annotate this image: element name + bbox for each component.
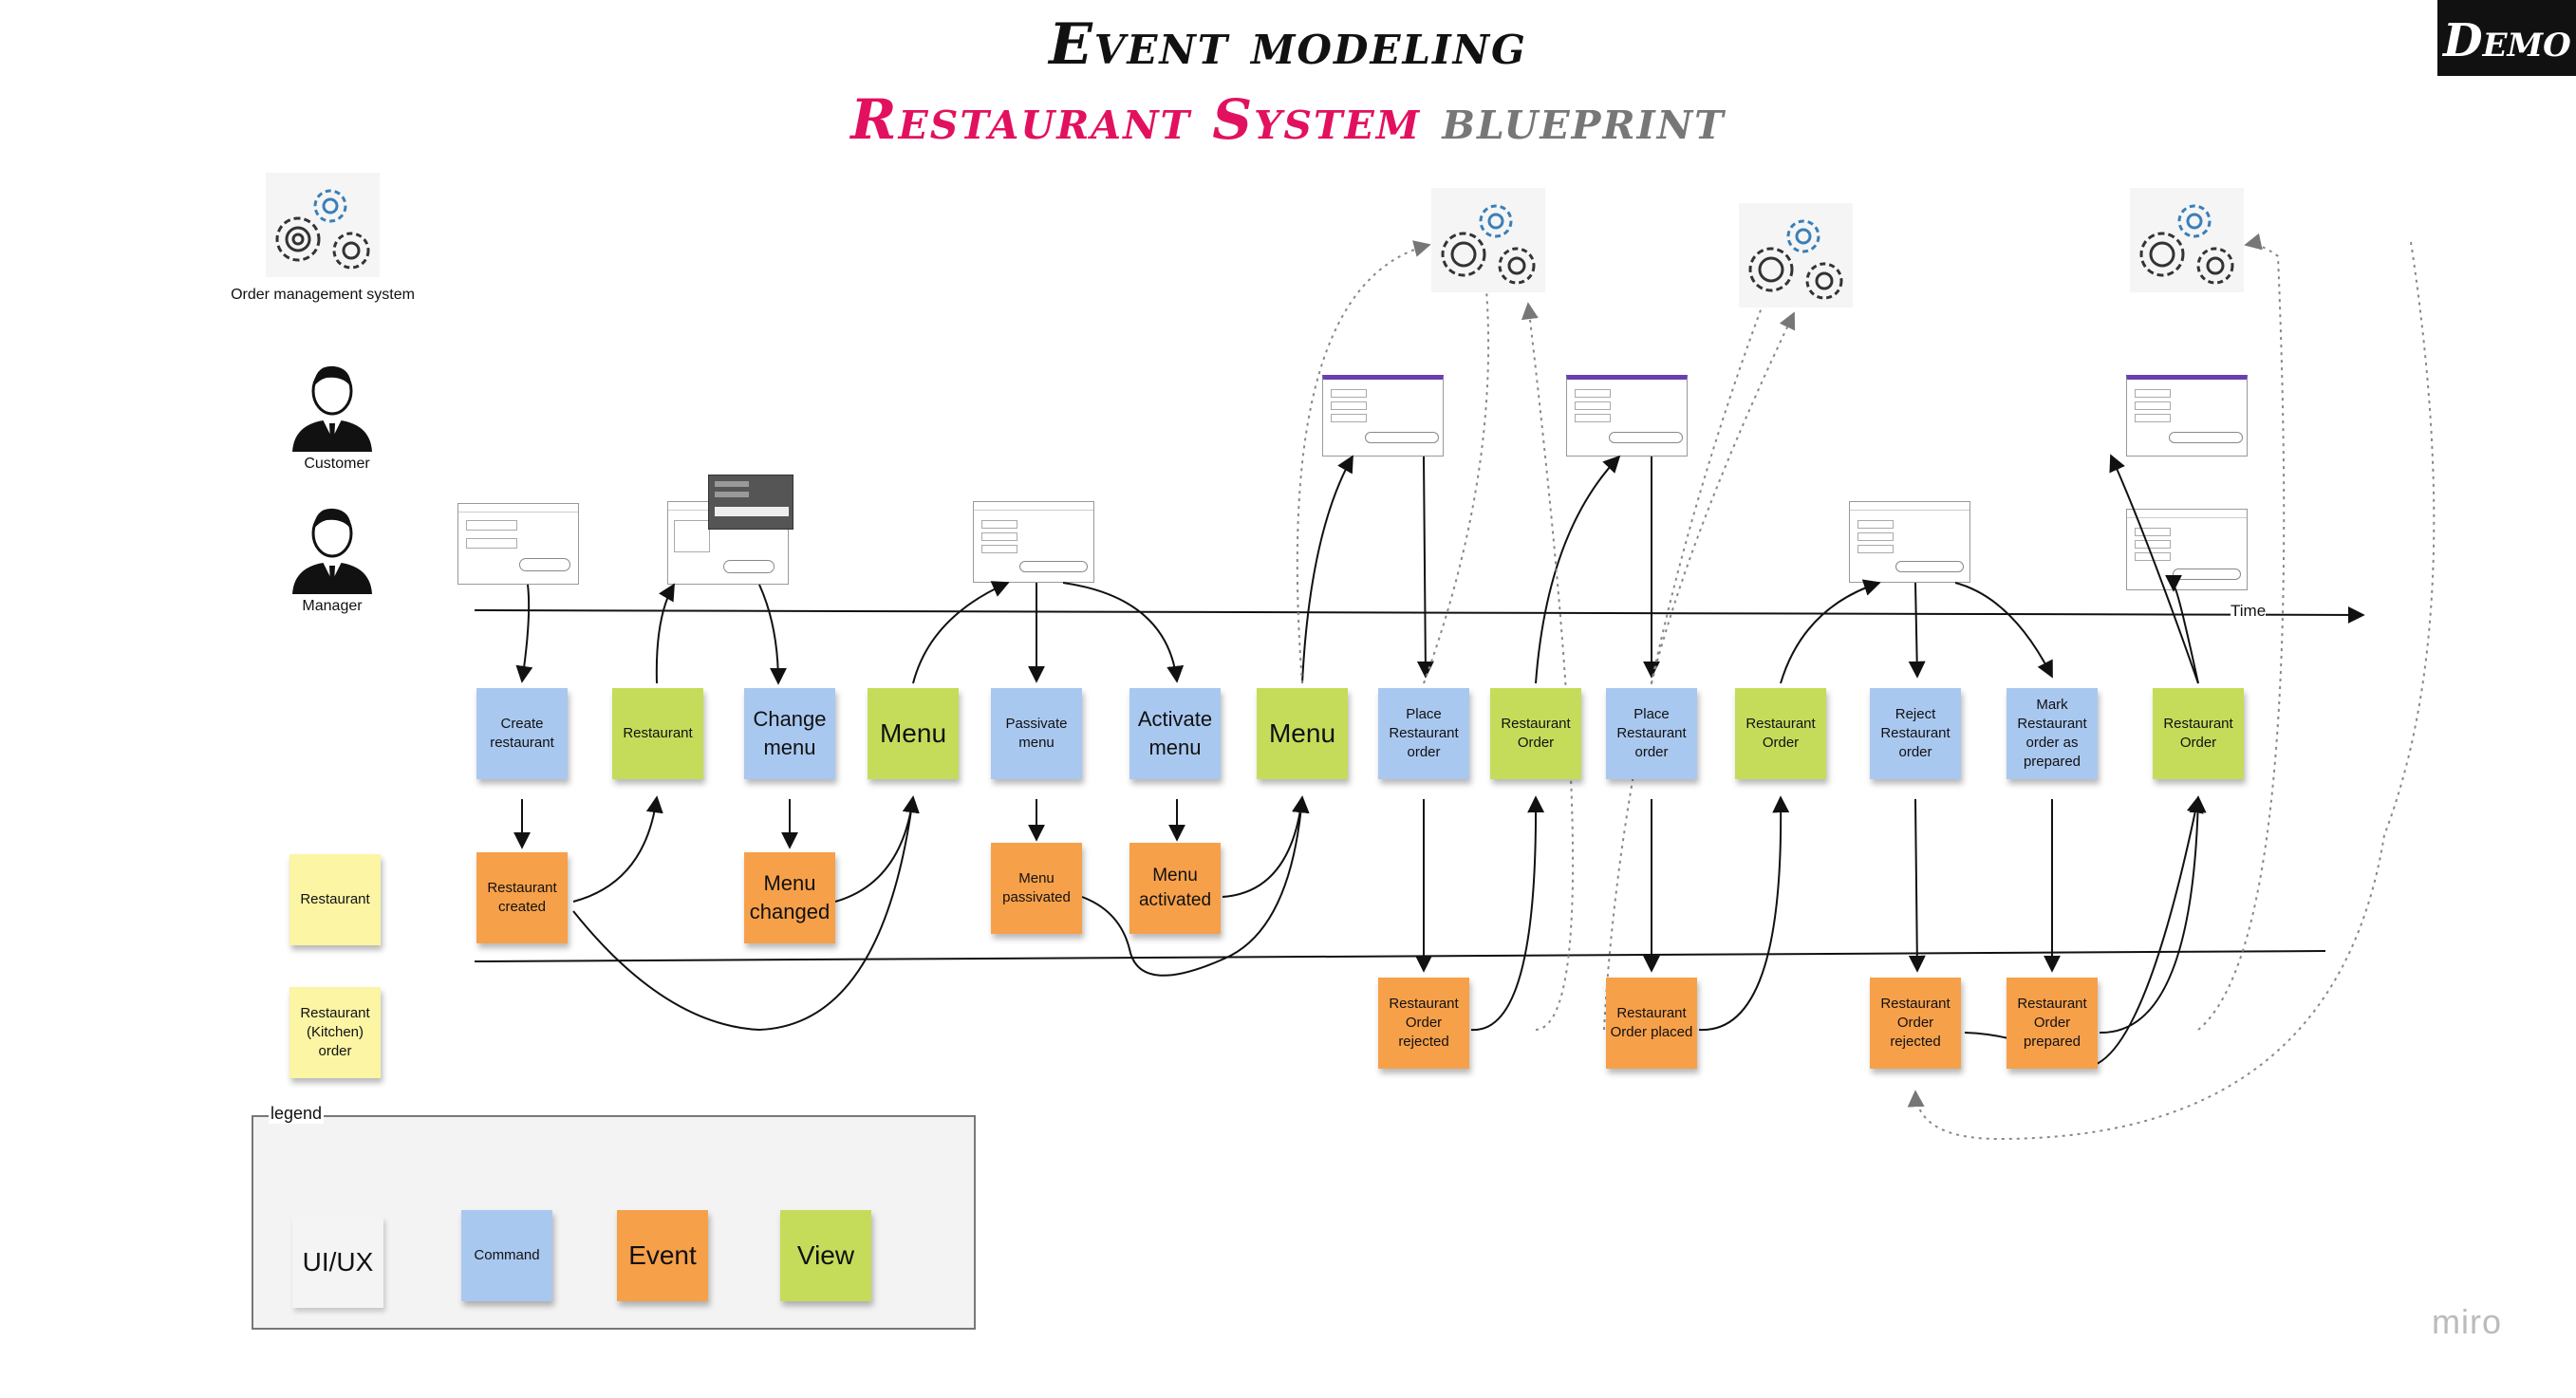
manager-avatar-icon: [285, 501, 380, 596]
command-change-menu: Change menu: [744, 688, 835, 779]
event-order-prepared: Restaurant Order prepared: [2007, 978, 2098, 1069]
event-order-rejected-2: Restaurant Order rejected: [1870, 978, 1961, 1069]
demo-badge: Demo: [2437, 0, 2576, 76]
lane-divider: [474, 950, 2326, 962]
view-restaurant-order-1: Restaurant Order: [1490, 688, 1581, 779]
subtitle-rest: blueprint: [1442, 87, 1726, 152]
view-restaurant-order-3: Restaurant Order: [2153, 688, 2244, 779]
system-gears-icon-2: [1739, 203, 1853, 308]
command-activate-menu: Activate menu: [1129, 688, 1221, 779]
command-place-order-1: Place Restaurant order: [1378, 688, 1469, 779]
miro-watermark: miro: [2432, 1302, 2502, 1341]
lane-label-customer: Customer: [304, 456, 370, 472]
event-menu-changed: Menu changed: [744, 852, 835, 943]
system-gears-icon-1: [1431, 188, 1545, 292]
command-reject-order: Reject Restaurant order: [1870, 688, 1961, 779]
command-place-order-2: Place Restaurant order: [1606, 688, 1697, 779]
lane-label-manager: Manager: [302, 598, 363, 614]
timeline-line: [474, 606, 2365, 624]
wireframe-order-manager: [1849, 501, 1970, 583]
wireframe-order-manager-2: [2126, 509, 2248, 590]
customer-avatar-icon: [285, 359, 380, 454]
lane-label-system: Order management system: [231, 287, 415, 303]
timeline-label: Time: [2231, 602, 2267, 621]
legend-view: View: [780, 1210, 871, 1301]
event-menu-passivated: Menu passivated: [991, 843, 1082, 934]
aggregate-kitchen-order: Restaurant (Kitchen) order: [289, 987, 381, 1078]
command-passivate-menu: Passivate menu: [991, 688, 1082, 779]
legend-event: Event: [617, 1210, 708, 1301]
system-gears-icon-3: [2130, 188, 2244, 292]
event-restaurant-created: Restaurant created: [476, 852, 568, 943]
wireframe-customer-order-1: [1322, 375, 1444, 457]
legend-label: legend: [269, 1104, 325, 1124]
wireframe-menu: [973, 501, 1094, 583]
page-subtitle: Restaurant System blueprint: [0, 87, 2576, 152]
event-menu-activated: Menu activated: [1129, 843, 1221, 934]
event-order-rejected-1: Restaurant Order rejected: [1378, 978, 1469, 1069]
command-create-restaurant: Create restaurant: [476, 688, 568, 779]
view-menu-2: Menu: [1257, 688, 1348, 779]
legend-uiux: UI/UX: [292, 1217, 383, 1308]
legend-command: Command: [461, 1210, 552, 1301]
aggregate-restaurant: Restaurant: [289, 854, 381, 945]
subtitle-highlight: Restaurant System: [850, 87, 1422, 152]
view-restaurant: Restaurant: [612, 688, 703, 779]
command-mark-prepared: Mark Restaurant order as prepared: [2007, 688, 2098, 779]
event-order-placed: Restaurant Order placed: [1606, 978, 1697, 1069]
wireframe-create-restaurant: [457, 503, 579, 585]
wireframe-customer-order-3: [2126, 375, 2248, 457]
view-menu-1: Menu: [868, 688, 959, 779]
page-title: Event modeling: [1049, 11, 1527, 78]
wireframe-customer-order-2: [1566, 375, 1688, 457]
gears-icon: [266, 173, 380, 277]
view-restaurant-order-2: Restaurant Order: [1735, 688, 1826, 779]
wireframe-popup: [708, 475, 793, 530]
